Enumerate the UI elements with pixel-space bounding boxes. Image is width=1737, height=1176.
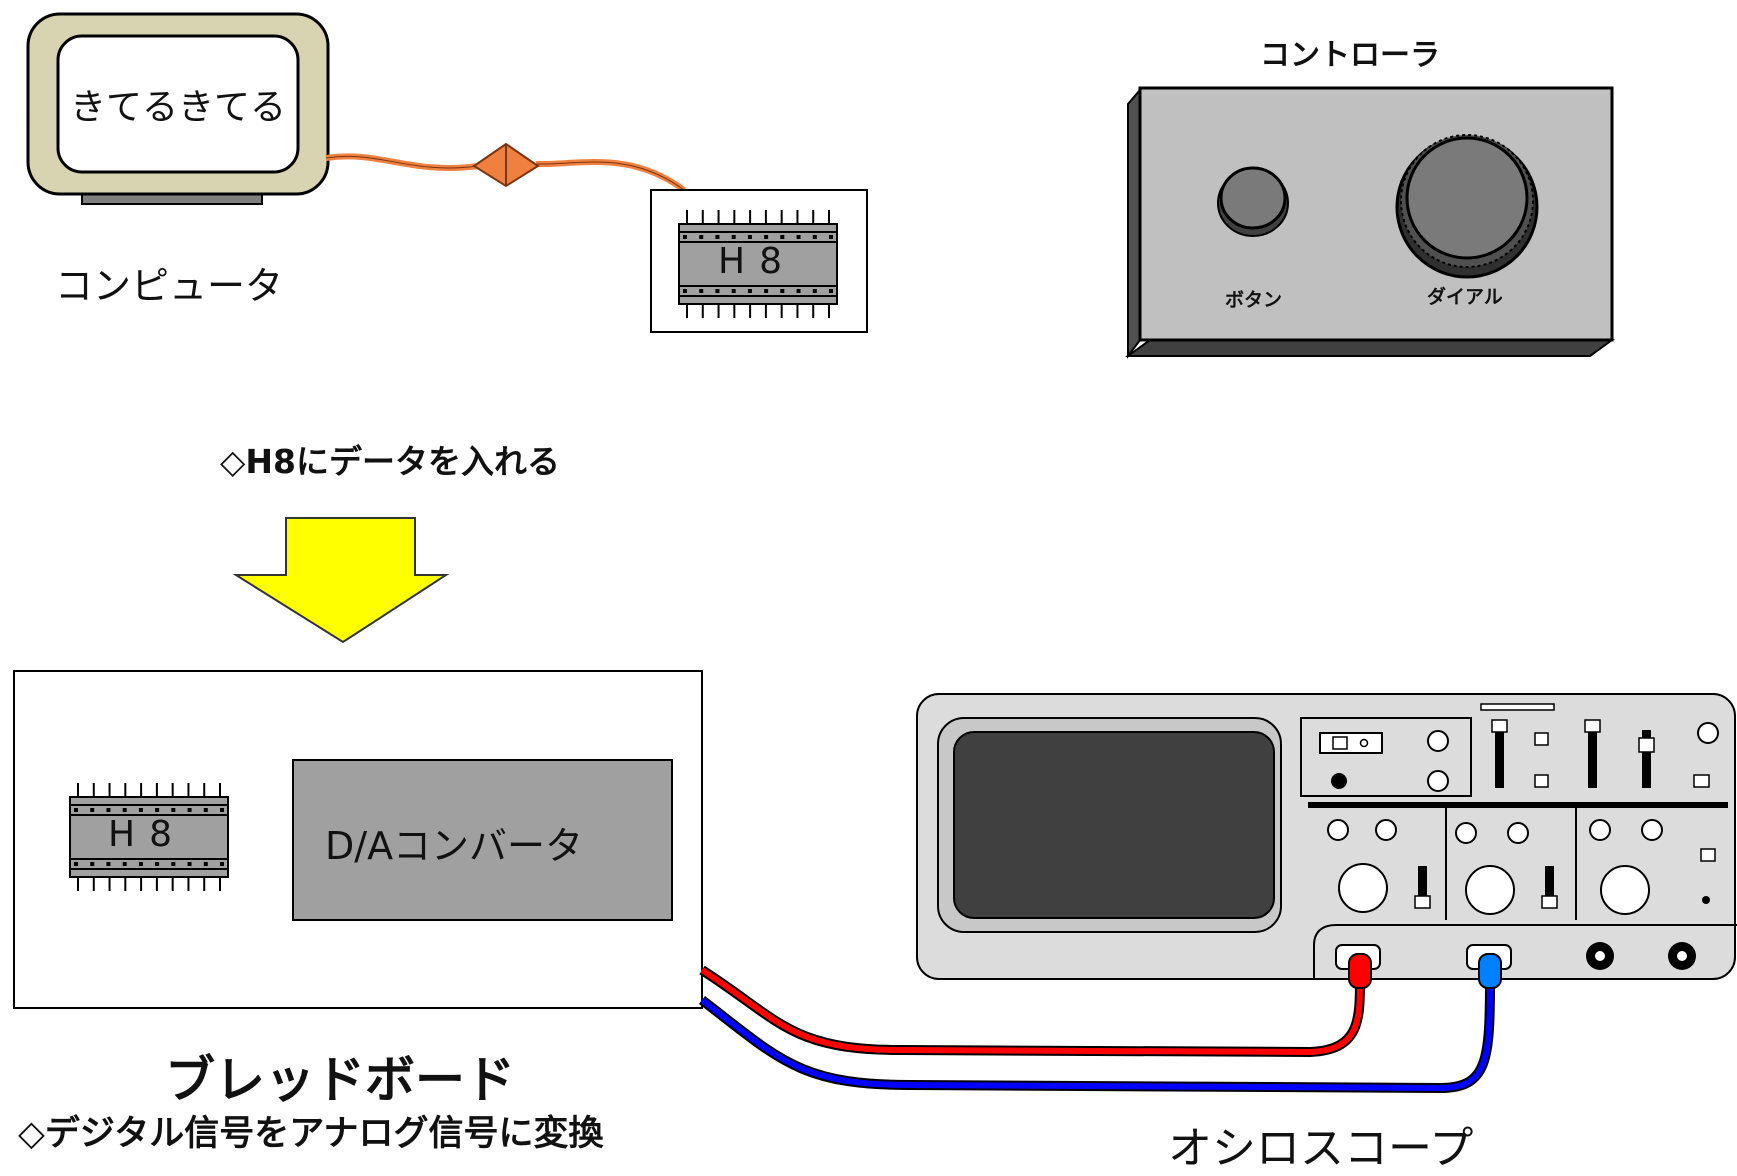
computer-label: コンピュータ [55,264,284,308]
da-converter-label: D/Aコンバータ [325,824,584,868]
controller-button-label: ボタン [1225,289,1283,311]
breadboard-h8-label: H8 [108,814,186,855]
da-converter-block [292,759,673,921]
oscilloscope-label: オシロスコープ [1168,1123,1474,1174]
step2-caption: ◇デジタル信号をアナログ信号に変換 [18,1114,604,1154]
controller-title: コントローラ [1260,38,1440,73]
controller-button-icon [1217,166,1289,237]
breadboard-label: ブレッドボード [165,1051,515,1109]
red-probe-wire [700,967,1363,1056]
computer-monitor-icon [26,12,330,205]
step1-caption: ◇H8にデータを入れる [220,442,560,481]
monitor-screen-text: きてるきてる [70,87,287,128]
oscilloscope-icon [916,693,1737,980]
breadboard-h8-chip-icon [69,783,229,891]
red-probe-wire-outline [699,965,1365,1058]
down-arrow-icon [232,517,450,644]
blue-probe-tip-icon [1478,953,1502,989]
blue-probe-wire-outline [698,977,1495,1094]
blue-probe-wire [700,977,1493,1092]
controller-dial-icon [1395,134,1539,279]
h8-chip-icon [678,210,838,318]
controller-dial-label: ダイアル [1427,286,1503,308]
red-probe-tip-icon [1348,953,1372,989]
h8-chip-label: H8 [718,241,796,282]
controller-box [1124,86,1616,359]
serial-cable [325,142,686,193]
